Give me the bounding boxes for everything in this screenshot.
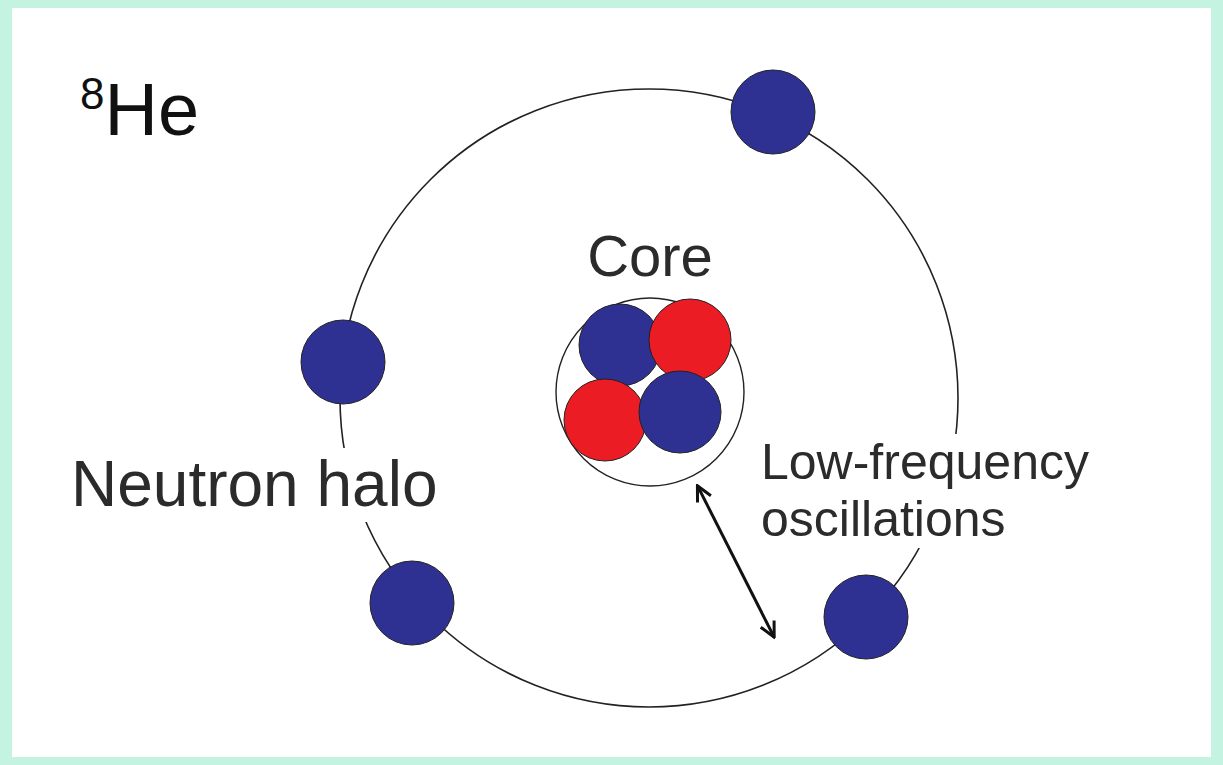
title: 8He xyxy=(80,72,199,147)
label-slot: Low-frequency oscillations xyxy=(758,434,1118,548)
core-neutron xyxy=(639,371,721,453)
halo-neutron xyxy=(824,575,908,659)
halo-neutron xyxy=(731,70,815,154)
circle-border xyxy=(556,298,744,486)
core-circle: Core xyxy=(555,297,745,487)
halo-neutron xyxy=(301,320,385,404)
halo-neutron xyxy=(370,561,454,645)
white-panel: 8HeNeutron haloCoreLow-frequency oscilla… xyxy=(12,8,1211,757)
halo-circle: Neutron haloCore xyxy=(339,88,959,708)
core-proton xyxy=(649,299,731,381)
title-slot: 8He xyxy=(80,72,199,147)
circle-outline xyxy=(555,297,745,487)
text-slot: Core xyxy=(555,223,745,290)
halo-label: Neutron halo xyxy=(68,448,440,522)
circle-border xyxy=(340,89,958,707)
oscillation-label: Low-frequency oscillations xyxy=(758,434,1118,548)
text-slot: Neutron halo xyxy=(68,448,440,522)
core-label: Core xyxy=(584,223,716,290)
core-proton xyxy=(564,379,646,461)
core-neutron xyxy=(579,304,661,386)
